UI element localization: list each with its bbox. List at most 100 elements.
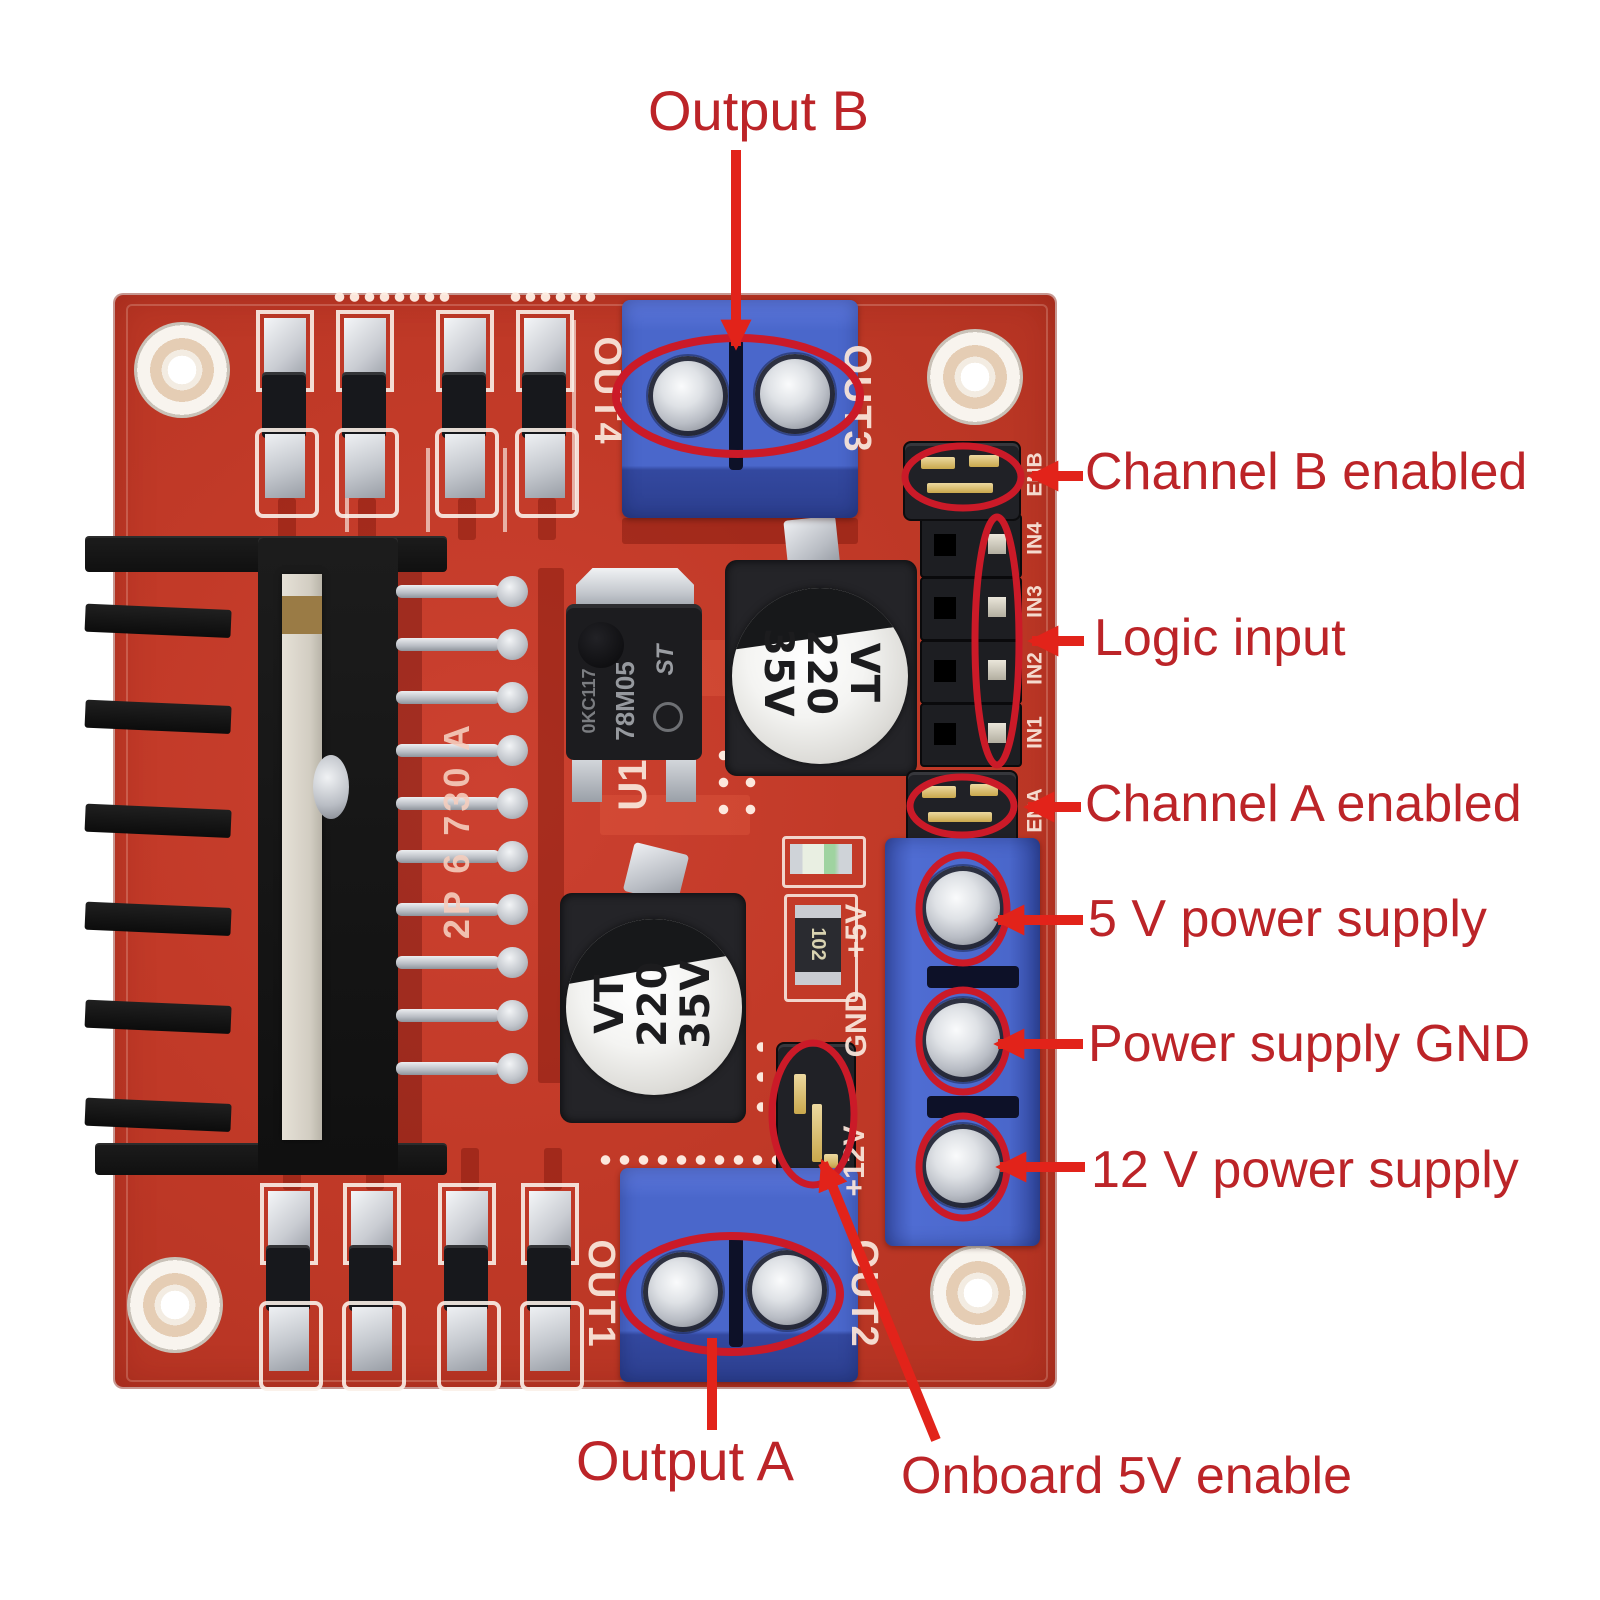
label-channel-b: Channel B enabled bbox=[1085, 443, 1528, 501]
jumper-enable-b bbox=[903, 441, 1021, 521]
pcb-silk-border bbox=[126, 304, 1048, 1382]
terminal-screw-out1 bbox=[643, 1252, 723, 1332]
chip-leg bbox=[396, 947, 528, 978]
silk-plus5v: +5V bbox=[840, 903, 873, 959]
solder-pad bbox=[447, 1307, 487, 1371]
pcb-trace bbox=[461, 1148, 479, 1190]
solder-pad bbox=[444, 318, 486, 378]
solder-pad bbox=[445, 434, 485, 498]
header-pin bbox=[988, 534, 1006, 554]
silk-out3: OUT3 bbox=[836, 344, 878, 454]
solder-pad-outline bbox=[259, 1301, 323, 1391]
heatsink-fin bbox=[84, 901, 232, 936]
solder-pad bbox=[265, 434, 305, 498]
mounting-hole-bottom-right bbox=[930, 1245, 1026, 1341]
pin-header bbox=[920, 514, 1022, 578]
terminal-screw-out3 bbox=[755, 354, 835, 434]
pcb-silk-line bbox=[426, 448, 430, 532]
solder-pad bbox=[525, 434, 565, 498]
chip-leg bbox=[396, 788, 528, 819]
solder-pad bbox=[264, 318, 306, 378]
cap-line: 220 bbox=[797, 629, 844, 717]
label-logic-input: Logic input bbox=[1094, 609, 1346, 667]
regulator-marking: 78M05 bbox=[610, 661, 640, 741]
label-output-a: Output A bbox=[576, 1429, 794, 1492]
silk-gnd: GND bbox=[840, 990, 873, 1058]
diode-body bbox=[266, 1245, 310, 1311]
jumper-pin-gold bbox=[794, 1074, 806, 1114]
silk-plus12v: +12V bbox=[838, 1125, 871, 1197]
solder-pad bbox=[524, 318, 566, 378]
solder-pad bbox=[351, 1191, 393, 1251]
pcb-trace bbox=[458, 498, 476, 540]
jumper-pin-gold bbox=[927, 483, 993, 493]
u1-silkscreen: U1 bbox=[611, 759, 655, 811]
header-hole bbox=[934, 723, 956, 745]
jumper-pin-gold bbox=[812, 1104, 822, 1162]
heatsink-fin bbox=[84, 1097, 232, 1132]
regulator-leg bbox=[572, 756, 602, 802]
solder-pad bbox=[446, 1191, 488, 1251]
terminal-slot bbox=[729, 328, 743, 470]
chip-leg bbox=[396, 1053, 528, 1084]
capacitor-bottom-marking: VT 220 35V bbox=[587, 916, 719, 1092]
pcb-trace bbox=[538, 498, 556, 540]
via-dots bbox=[508, 290, 596, 304]
regulator-indent bbox=[578, 622, 624, 668]
solder-pad-outline bbox=[435, 428, 499, 518]
silk-enb: ENB bbox=[1023, 452, 1047, 497]
diode-body bbox=[349, 1245, 393, 1311]
pcb-trace bbox=[278, 498, 296, 540]
cap-line: VT bbox=[840, 642, 887, 703]
diode bbox=[335, 310, 402, 518]
silk-in2: IN2 bbox=[1023, 652, 1047, 685]
jumper-pin-gold bbox=[928, 812, 992, 822]
solder-pad bbox=[268, 1191, 310, 1251]
silk-in1: IN1 bbox=[1023, 716, 1047, 749]
capacitor-top bbox=[732, 588, 908, 764]
terminal-screw-out2 bbox=[747, 1250, 827, 1330]
diode bbox=[435, 310, 502, 518]
label-12v-supply: 12 V power supply bbox=[1091, 1141, 1519, 1199]
solder-pad-outline bbox=[342, 1301, 406, 1391]
header-pin bbox=[988, 660, 1006, 680]
chip-leg bbox=[396, 894, 528, 925]
l298-ceramic-band bbox=[282, 596, 322, 634]
heatsink-fin bbox=[84, 999, 232, 1034]
st-logo: ST bbox=[652, 644, 679, 676]
diode-body bbox=[442, 372, 486, 438]
jumper-pin-gold bbox=[969, 455, 999, 467]
resistor-marking: 102 bbox=[807, 927, 829, 961]
pcb-silk-line bbox=[503, 448, 507, 532]
header-hole bbox=[934, 534, 956, 556]
cap-line: 220 bbox=[630, 960, 677, 1048]
heatsink-fin bbox=[84, 603, 232, 638]
chip-leg bbox=[396, 841, 528, 872]
diode bbox=[342, 1183, 409, 1391]
solder-pad bbox=[529, 1191, 571, 1251]
heatsink-fin bbox=[84, 699, 232, 734]
terminal-screw-5v bbox=[921, 866, 1005, 950]
solder-pad-outline bbox=[515, 428, 579, 518]
terminal-screw-out4 bbox=[648, 356, 728, 436]
terminal-slot bbox=[729, 1235, 743, 1347]
pin-header bbox=[920, 577, 1022, 641]
header-hole bbox=[934, 660, 956, 682]
jumper-pin-gold bbox=[921, 457, 955, 469]
solder-pad-outline bbox=[520, 1301, 584, 1391]
terminal-slot bbox=[927, 966, 1019, 988]
diode bbox=[520, 1183, 587, 1391]
cap-line: 35V bbox=[754, 627, 801, 718]
led bbox=[790, 844, 852, 874]
jumper-pin-gold bbox=[922, 786, 956, 798]
diode-body bbox=[262, 372, 306, 438]
silk-out1: OUT1 bbox=[580, 1239, 622, 1349]
l298-chip-body bbox=[258, 536, 398, 1175]
l298-ceramic-face bbox=[282, 574, 322, 1140]
silk-out4: OUT4 bbox=[586, 336, 628, 446]
header-hole bbox=[934, 597, 956, 619]
jumper-enable-a bbox=[906, 770, 1018, 846]
chip-leg bbox=[396, 576, 528, 607]
chip-leg bbox=[396, 682, 528, 713]
diode bbox=[255, 310, 322, 518]
